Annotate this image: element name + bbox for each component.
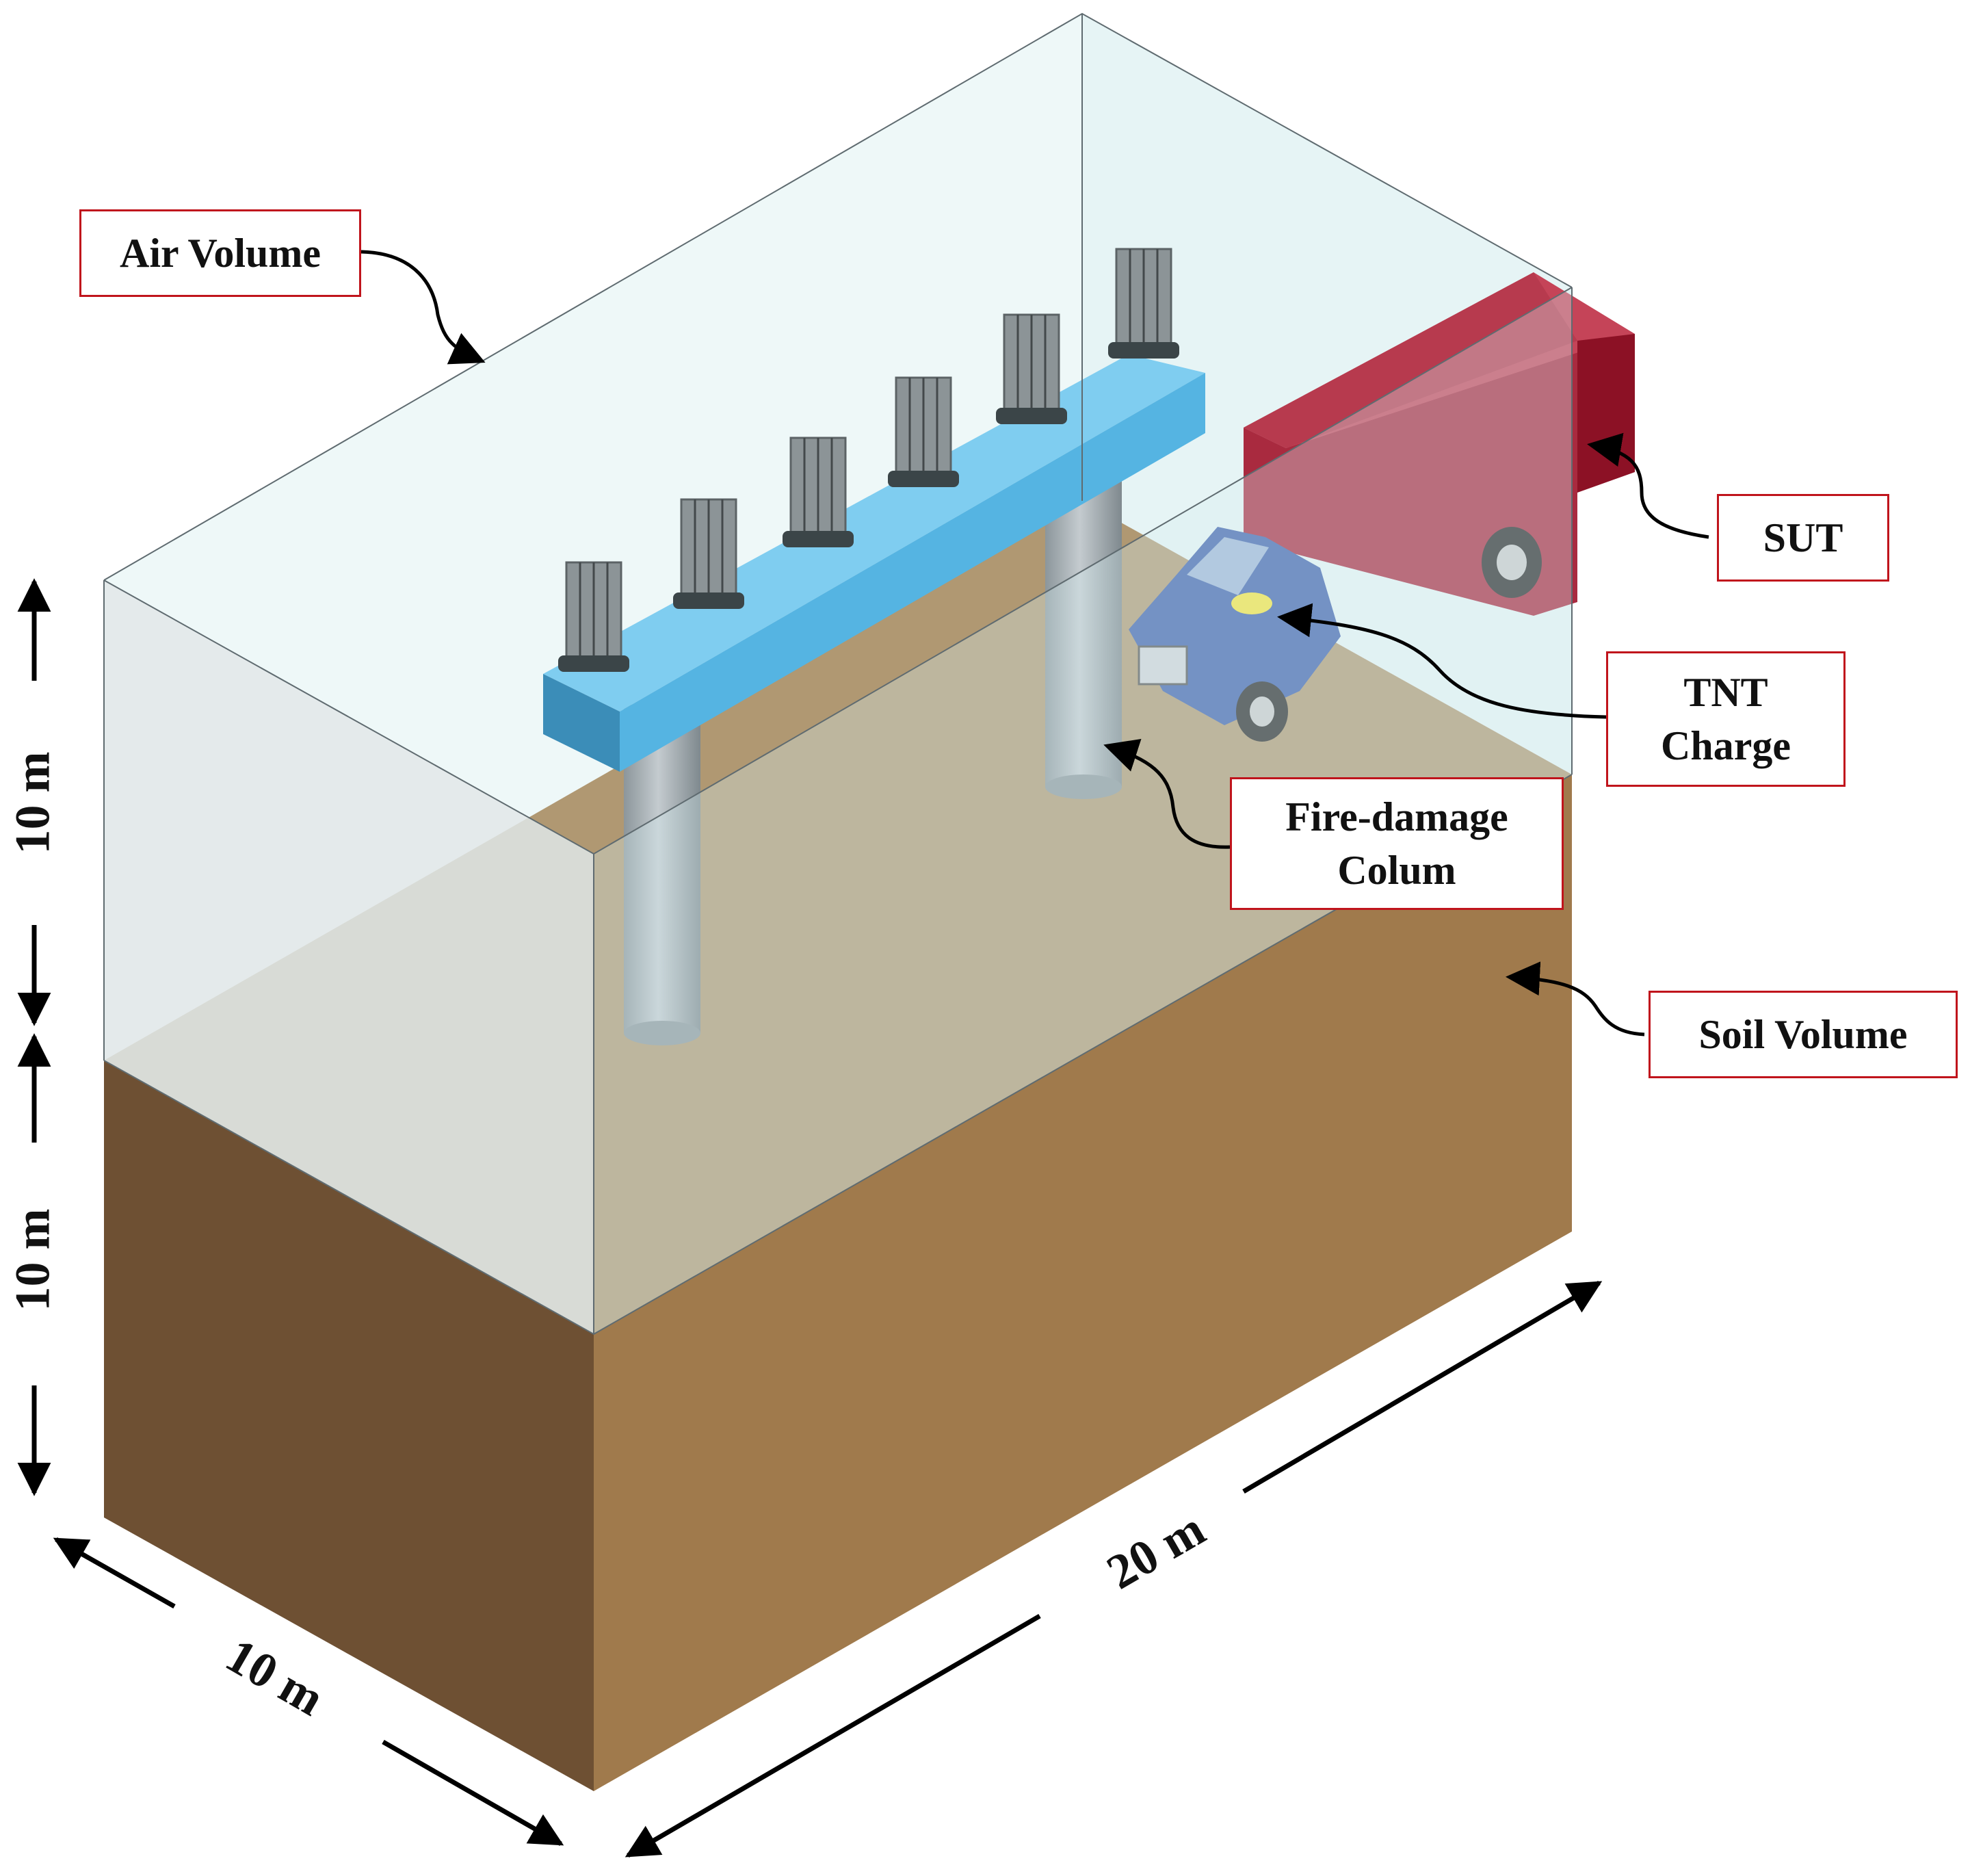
fire-damage-text-line1: Fire-damage	[1285, 794, 1508, 839]
soil-volume-leader	[1506, 961, 1645, 1037]
fire-damage-text-line2: Colum	[1337, 848, 1456, 893]
leader-arrows	[360, 250, 1709, 1037]
soil-left-face	[104, 1060, 594, 1791]
soil-volume-label: Soil Volume	[1649, 991, 1958, 1078]
air-volume-text: Air Volume	[120, 231, 321, 276]
air-volume-left-face	[104, 580, 594, 1334]
dimension-arrows	[17, 578, 1603, 1858]
sut-text: SUT	[1763, 515, 1843, 560]
air-volume-label: Air Volume	[79, 209, 361, 297]
truck-windshield	[1187, 537, 1269, 595]
tnt-charge-leader	[1277, 603, 1607, 719]
width-arrow-right	[382, 1739, 564, 1847]
tnt-charge-text-line2: Charge	[1661, 723, 1791, 768]
girders	[558, 248, 1179, 672]
length-arrow-down	[625, 1613, 1041, 1858]
width-arrow-left	[53, 1537, 176, 1609]
tnt-charge-text-line1: TNT	[1683, 670, 1768, 715]
soil-height-dimension-label: 10 m	[5, 1208, 60, 1312]
tnt-charge-label: TNT Charge	[1606, 651, 1846, 787]
sut-leader	[1587, 432, 1709, 539]
single-unit-truck	[1129, 272, 1635, 742]
air-height-dimension-label: 10 m	[5, 751, 60, 855]
air-volume-leader	[360, 250, 486, 365]
fire-damage-column-label: Fire-damage Colum	[1230, 777, 1564, 910]
soil-front-face	[594, 774, 1572, 1791]
tnt-charge	[1231, 592, 1272, 614]
truck-grille	[1138, 645, 1188, 686]
truck-cargo-box-rear	[1577, 334, 1635, 493]
column-right-fire-damaged	[1045, 472, 1122, 799]
air-volume-front-right-wall	[594, 287, 1572, 1334]
length-arrow-up	[1242, 1280, 1603, 1494]
soil-volume-text: Soil Volume	[1698, 1012, 1908, 1057]
fire-damage-column-leader	[1103, 739, 1231, 849]
sut-label: SUT	[1717, 494, 1889, 582]
cap-beam	[543, 354, 1205, 772]
domain-box-edges	[103, 12, 1573, 1336]
